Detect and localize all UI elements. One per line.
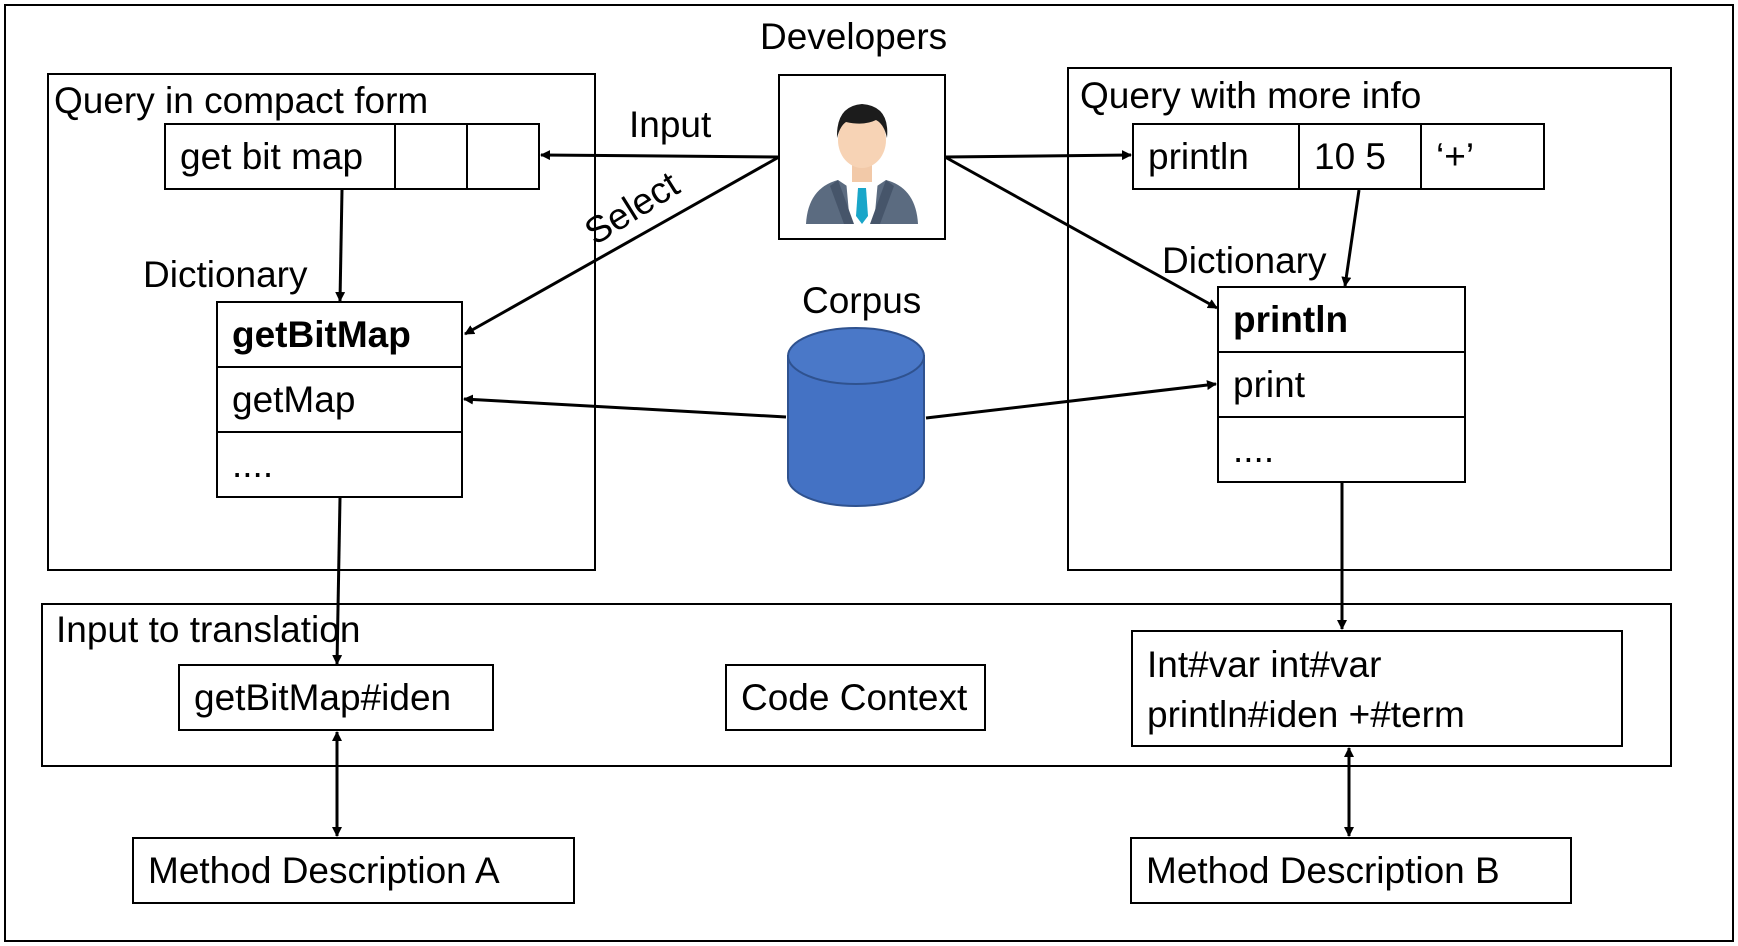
left-dictionary-item: ....	[216, 431, 463, 498]
right-query-cell-1: println	[1132, 123, 1300, 190]
code-context-box: Code Context	[725, 664, 986, 731]
outer-border	[4, 4, 1734, 942]
arrow-input-right	[944, 150, 1132, 161]
left-panel-title: Query in compact form	[54, 80, 429, 121]
right-dictionary-item: print	[1217, 351, 1466, 418]
method-description-b: Method Description B	[1130, 837, 1572, 904]
right-translation-input: Int#var int#var println#iden +#term	[1131, 630, 1623, 747]
developer-person-icon	[778, 74, 946, 240]
left-query-cell-3	[466, 123, 540, 190]
developers-label: Developers	[760, 16, 948, 57]
translation-panel	[41, 603, 1672, 767]
left-query-cell-2	[394, 123, 468, 190]
left-panel	[47, 73, 596, 571]
left-dictionary-item: getMap	[216, 366, 463, 433]
right-dictionary-item: ....	[1217, 416, 1466, 483]
left-translation-input: getBitMap#iden	[178, 664, 494, 731]
arrow-input-left	[540, 150, 780, 161]
right-panel-title: Query with more info	[1080, 75, 1422, 116]
arrow-corpus-right	[925, 380, 1217, 420]
left-dictionary-label: Dictionary	[143, 254, 308, 295]
right-query-cell-3: ‘+’	[1420, 123, 1545, 190]
right-dictionary-item: println	[1217, 286, 1466, 353]
arrow-select	[464, 155, 780, 336]
left-dictionary-item: getBitMap	[216, 301, 463, 368]
arrow-left-query-dictionary	[335, 189, 346, 302]
database-cylinder-icon	[787, 327, 925, 507]
right-translation-line-1: Int#var int#var	[1147, 644, 1382, 685]
right-dictionary-label: Dictionary	[1162, 240, 1327, 281]
left-query-cell-1: get bit map	[164, 123, 396, 190]
arrow-corpus-left	[463, 394, 787, 419]
input-arrow-label: Input	[629, 104, 712, 145]
arrow-developer-right-dictionary	[944, 155, 1218, 310]
right-translation-line-2: println#iden +#term	[1147, 694, 1465, 735]
right-panel	[1067, 67, 1672, 571]
arrow-right-query-dictionary	[1341, 189, 1361, 287]
translation-title: Input to translation	[56, 609, 361, 650]
corpus-label: Corpus	[802, 280, 922, 321]
right-query-cell-2: 10 5	[1298, 123, 1422, 190]
method-description-a: Method Description A	[132, 837, 575, 904]
arrow-left-dictionary-translation	[332, 497, 343, 665]
